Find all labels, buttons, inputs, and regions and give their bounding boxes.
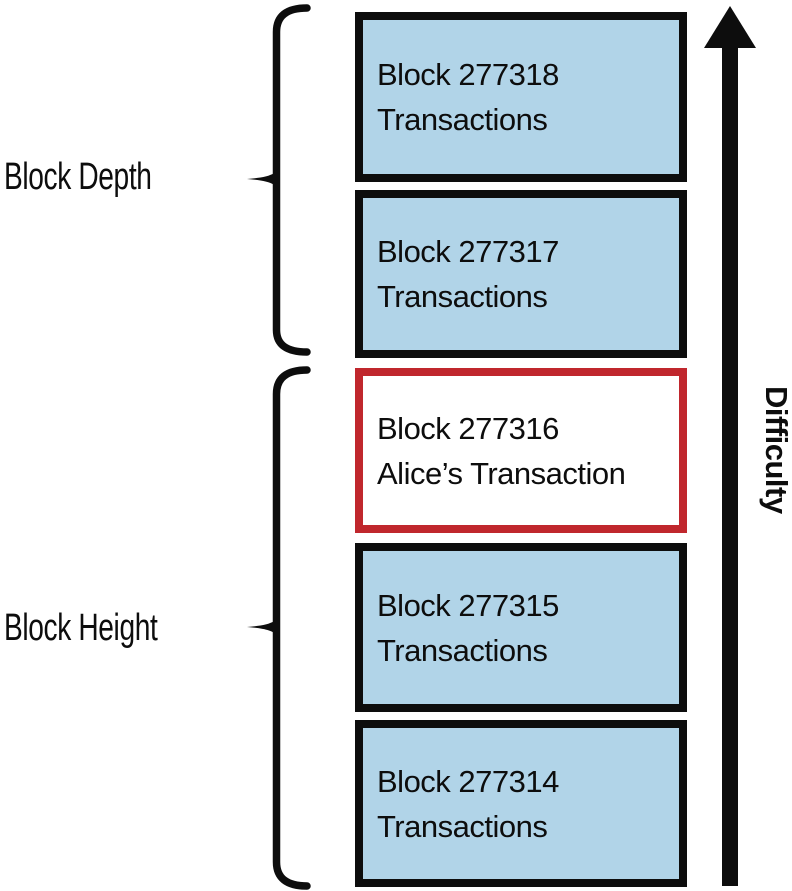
block-subtitle: Transactions [377,279,548,314]
block-title: Block 277318 [377,57,559,92]
block-277314: Block 277314 Transactions [355,720,687,887]
difficulty-arrow-icon [704,6,756,886]
block-subtitle: Alice’s Transaction [377,455,626,491]
block-277317: Block 277317 Transactions [355,190,687,358]
block-title: Block 277316 [377,410,559,446]
block-height-brace [247,366,311,890]
block-title: Block 277314 [377,763,559,799]
block-subtitle: Transactions [377,102,548,137]
block-subtitle: Transactions [377,632,548,668]
difficulty-axis-label: Difficulty [759,386,792,514]
block-subtitle: Transactions [377,808,548,844]
block-title: Block 277317 [377,234,559,269]
block-title: Block 277315 [377,587,559,623]
block-depth-label: Block Depth [4,156,152,198]
block-277316-highlighted: Block 277316 Alice’s Transaction [355,368,687,533]
block-277315: Block 277315 Transactions [355,543,687,712]
block-277318: Block 277318 Transactions [355,12,687,182]
block-depth-brace [247,4,311,356]
block-height-label: Block Height [4,607,158,649]
